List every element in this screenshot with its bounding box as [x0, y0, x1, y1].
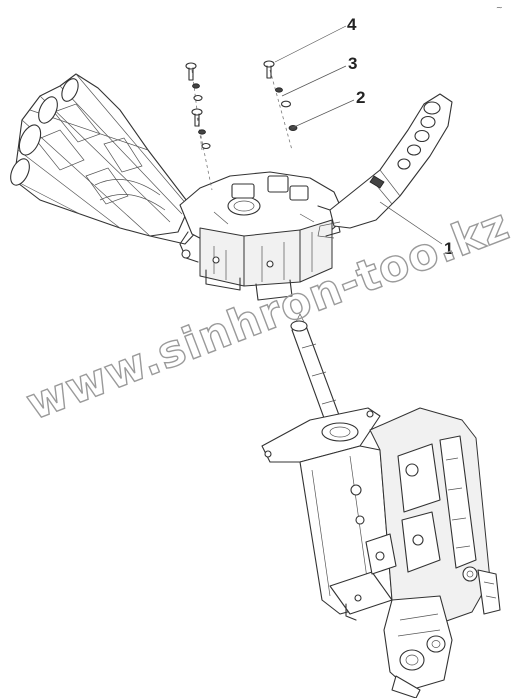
universal-joint — [383, 595, 453, 698]
washer-left-2 — [201, 142, 211, 150]
adjust-bolt — [462, 566, 478, 582]
steering-column — [261, 313, 501, 698]
screw-right — [263, 60, 275, 79]
callout-4: 4 — [347, 15, 357, 34]
screw-left-lower — [191, 108, 203, 127]
side-slot-plate — [439, 435, 477, 569]
nut-left-2 — [198, 129, 206, 135]
combination-switch — [10, 60, 453, 301]
switch-body — [179, 171, 343, 301]
screw-left-upper — [185, 62, 197, 81]
nut-left-1 — [192, 83, 200, 89]
callout-1: 1 — [444, 239, 453, 258]
fasteners — [185, 60, 298, 191]
washer-right — [280, 100, 292, 108]
corner-mark: ~ — [496, 3, 503, 12]
callout-3: 3 — [348, 54, 357, 73]
nut-right — [275, 87, 283, 93]
lock-lever — [477, 569, 501, 615]
right-stalk — [317, 93, 453, 239]
callout-2: 2 — [356, 88, 365, 107]
left-stalk — [10, 73, 201, 245]
washer-left-1 — [193, 94, 203, 102]
callouts: 4 3 2 1 — [274, 15, 453, 258]
column-collar — [321, 422, 359, 442]
